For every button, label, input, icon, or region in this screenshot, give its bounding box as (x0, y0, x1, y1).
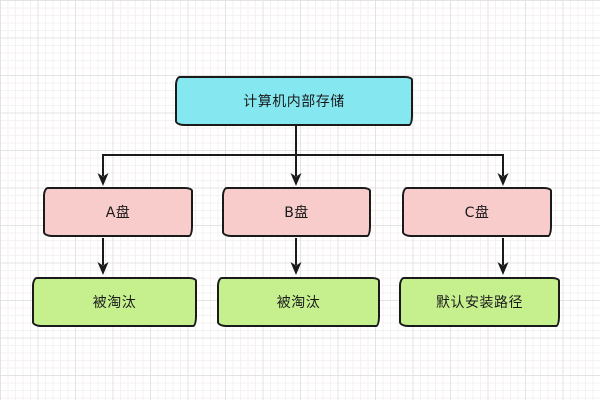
node-outcome-c-default-install-path[interactable]: 默认安装路径 (399, 277, 560, 327)
arrowhead-icon (97, 173, 109, 186)
arrowhead-icon (97, 262, 109, 275)
arrowhead-icon (290, 173, 302, 186)
node-label: C盘 (464, 205, 490, 221)
arrowhead-icon (497, 173, 509, 186)
node-drive-a[interactable]: A盘 (43, 187, 193, 237)
node-label: 默认安装路径 (436, 295, 523, 311)
arrowhead-icon (497, 262, 509, 275)
node-drive-b[interactable]: B盘 (222, 187, 371, 237)
node-outcome-b-eliminated[interactable]: 被淘汰 (217, 277, 380, 327)
node-label: 被淘汰 (276, 295, 321, 311)
node-outcome-a-eliminated[interactable]: 被淘汰 (32, 277, 197, 327)
node-drive-c[interactable]: C盘 (402, 187, 552, 237)
node-label: 计算机内部存储 (243, 94, 345, 110)
node-label: B盘 (284, 205, 309, 221)
node-label: 被淘汰 (92, 295, 137, 311)
node-computer-internal-storage[interactable]: 计算机内部存储 (175, 76, 413, 126)
arrowhead-icon (290, 262, 302, 275)
node-label: A盘 (105, 205, 131, 221)
